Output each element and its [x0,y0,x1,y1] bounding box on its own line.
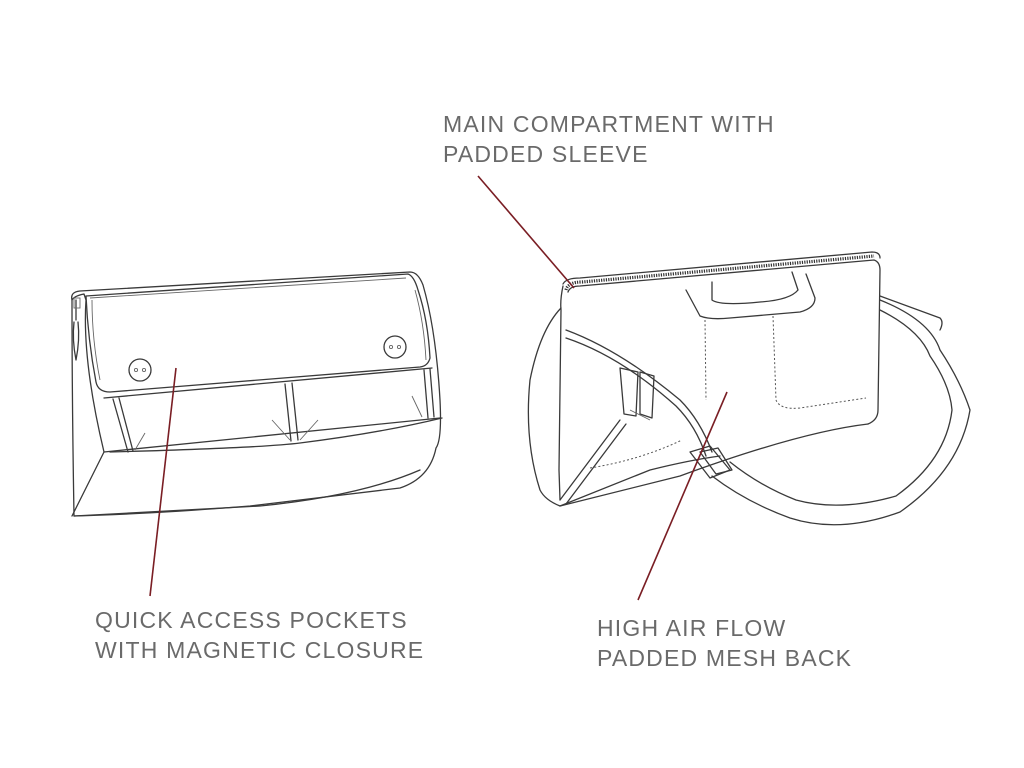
callout-line: PADDED MESH BACK [597,645,853,671]
leader-line-mesh-back [637,391,728,601]
callout-line: PADDED SLEEVE [443,141,649,167]
callout-mesh-back: HIGH AIR FLOW PADDED MESH BACK [597,613,852,673]
callout-line: HIGH AIR FLOW [597,615,787,641]
callout-line: MAIN COMPARTMENT WITH [443,111,775,137]
front-bag-drawing [71,271,443,517]
leader-line-main-compartment [477,175,575,289]
callout-line: WITH MAGNETIC CLOSURE [95,637,425,663]
leader-line-quick-access [149,367,177,597]
callout-quick-access-pockets: QUICK ACCESS POCKETS WITH MAGNETIC CLOSU… [95,605,424,665]
callout-main-compartment: MAIN COMPARTMENT WITH PADDED SLEEVE [443,109,775,169]
callout-line: QUICK ACCESS POCKETS [95,607,408,633]
back-bag-drawing [527,251,971,526]
